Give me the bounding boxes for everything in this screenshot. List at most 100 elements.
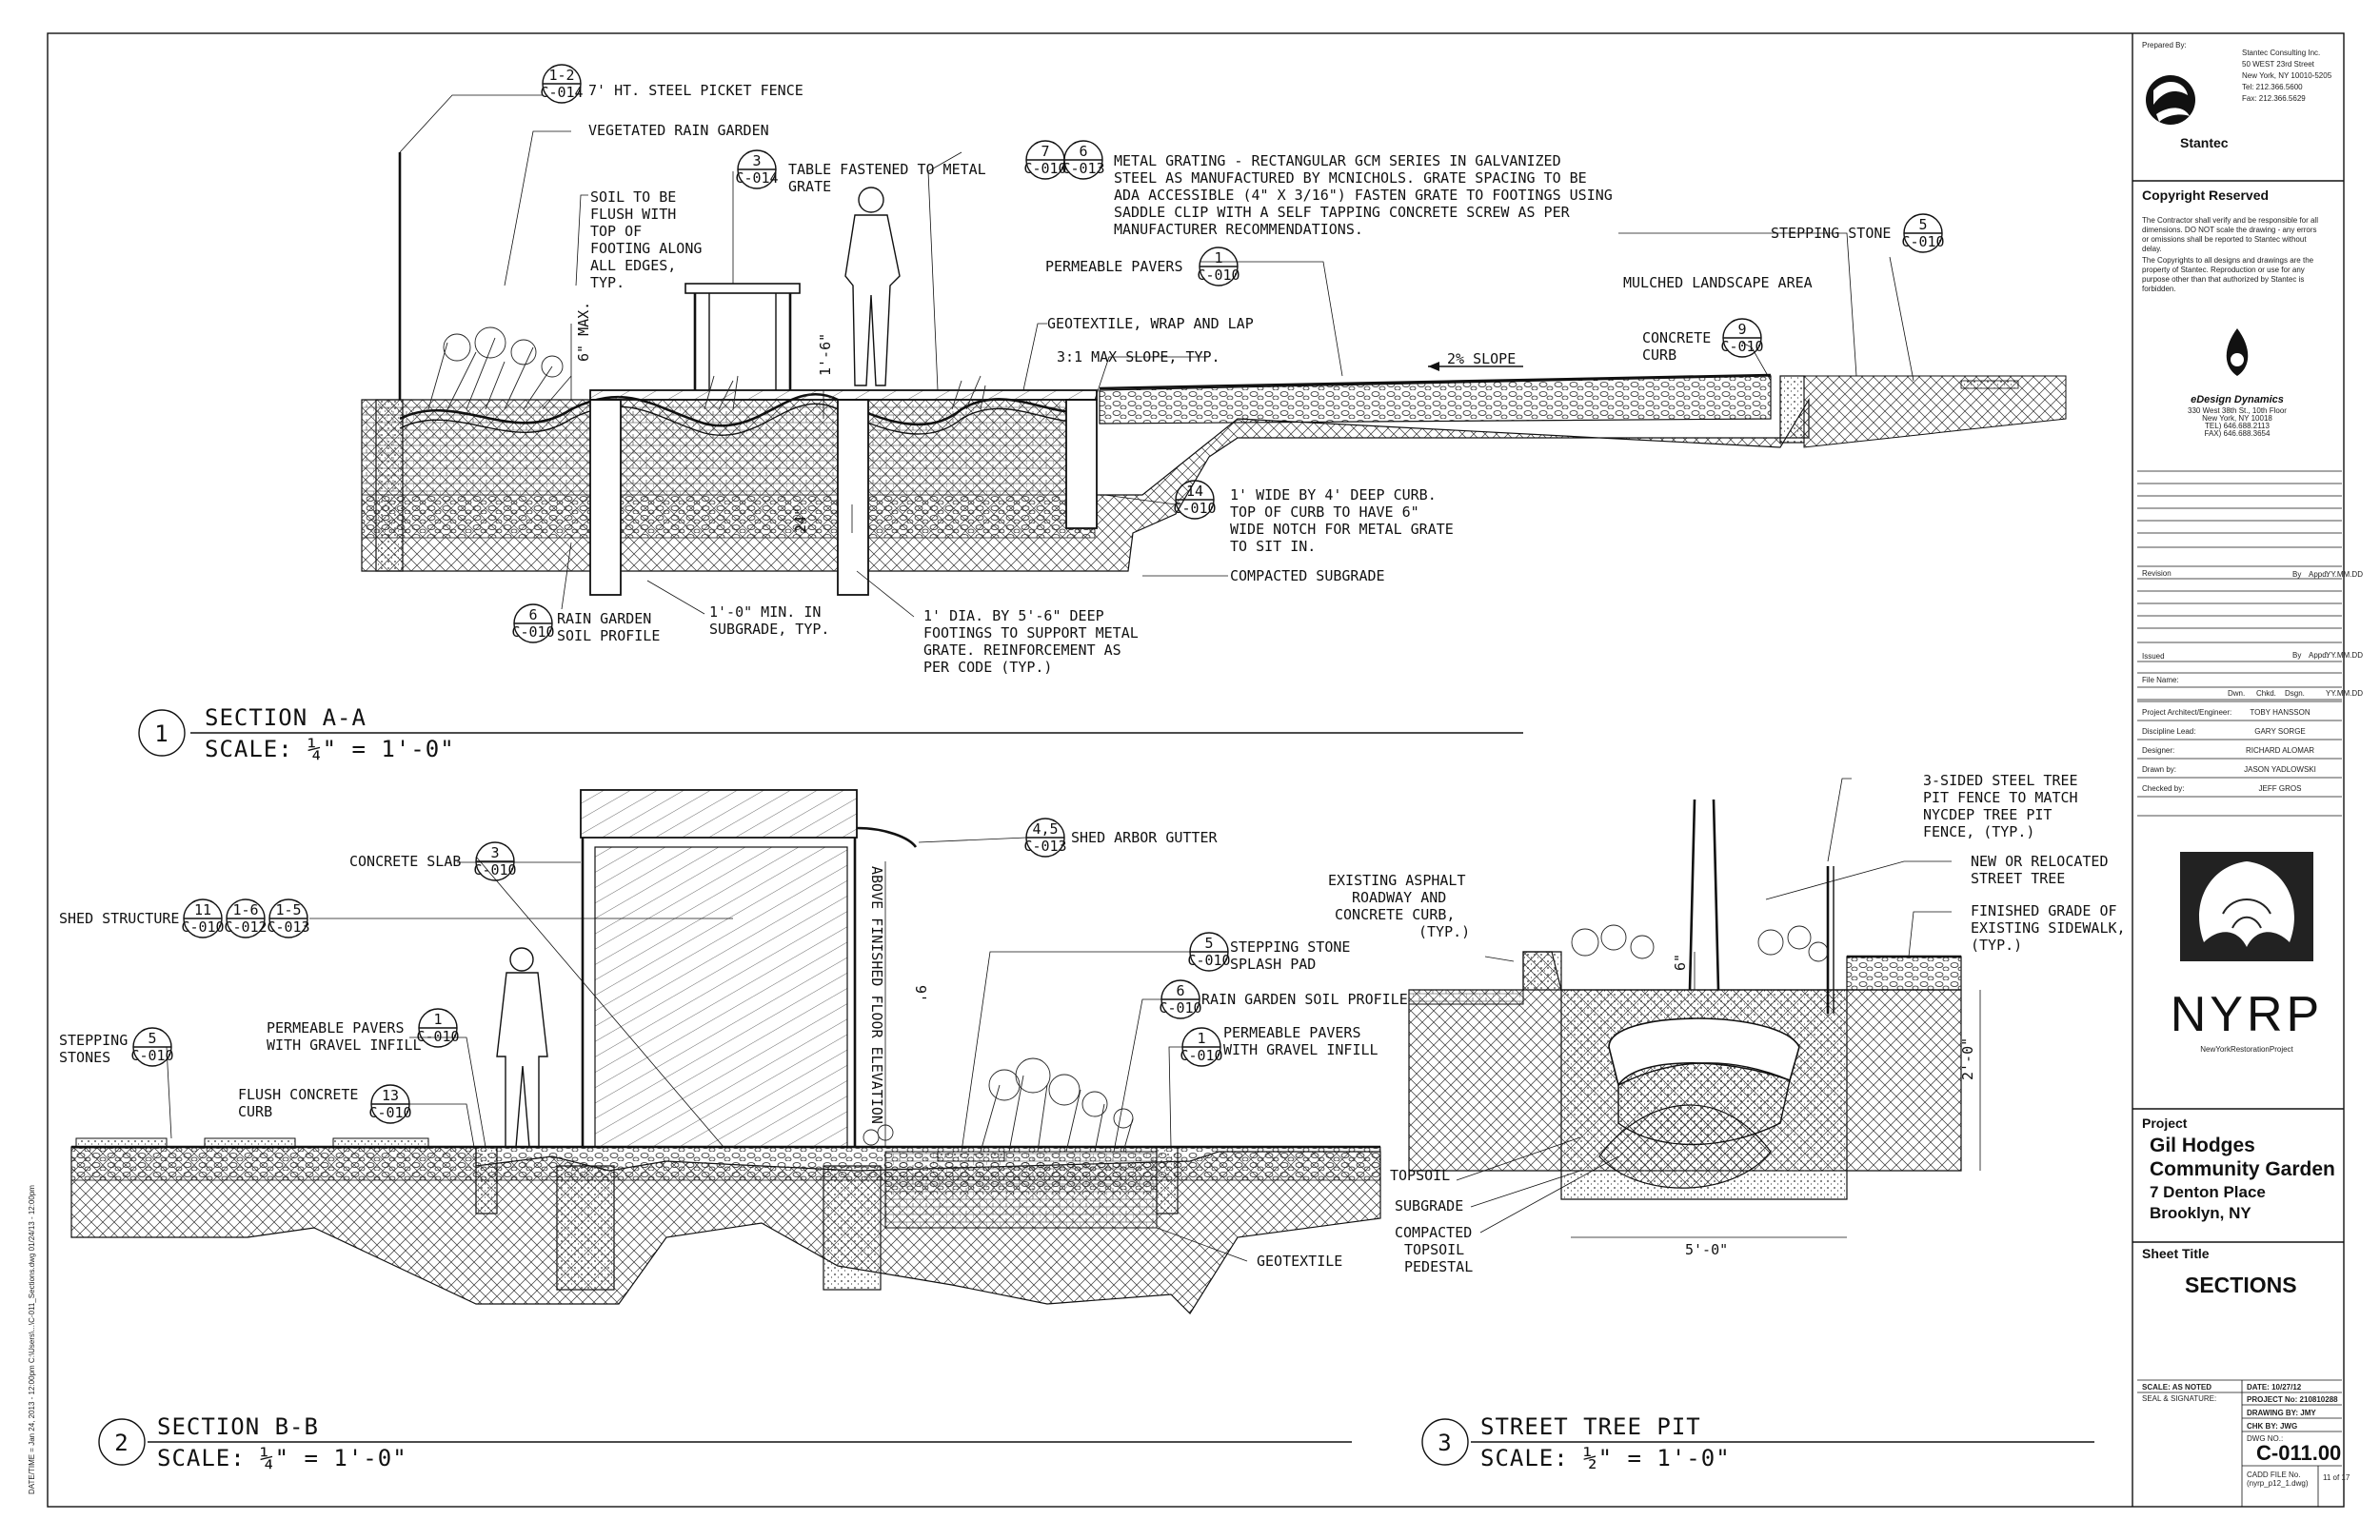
svg-text:ALL EDGES,: ALL EDGES, xyxy=(590,257,676,274)
svg-text:3: 3 xyxy=(490,844,499,861)
svg-text:Copyright Reserved: Copyright Reserved xyxy=(2142,188,2269,203)
svg-text:CHK BY: JWG: CHK BY: JWG xyxy=(2247,1422,2297,1431)
svg-text:FOOTINGS TO SUPPORT METAL: FOOTINGS TO SUPPORT METAL xyxy=(923,624,1139,642)
svg-text:6": 6" xyxy=(1672,954,1689,971)
svg-text:CONCRETE CURB,: CONCRETE CURB, xyxy=(1335,906,1455,923)
svg-text:WITH GRAVEL INFILL: WITH GRAVEL INFILL xyxy=(267,1037,422,1054)
svg-text:C-010: C-010 xyxy=(1023,160,1066,177)
svg-text:or omissions shall be reported: or omissions shall be reported to Stante… xyxy=(2142,235,2307,244)
svg-text:Chkd.: Chkd. xyxy=(2256,689,2276,698)
sheet-border xyxy=(47,32,2345,1508)
svg-text:FENCE, (TYP.): FENCE, (TYP.) xyxy=(1923,823,2034,840)
svg-text:13: 13 xyxy=(382,1087,399,1104)
svg-text:DWG NO.:: DWG NO.: xyxy=(2247,1434,2283,1443)
svg-text:FAX) 646.688.3654: FAX) 646.688.3654 xyxy=(2205,429,2271,438)
svg-text:Checked by:: Checked by: xyxy=(2142,784,2184,793)
svg-text:6" MAX.: 6" MAX. xyxy=(575,302,592,362)
svg-text:Project Architect/Engineer:: Project Architect/Engineer: xyxy=(2142,708,2231,717)
svg-text:FLUSH CONCRETE: FLUSH CONCRETE xyxy=(238,1086,358,1103)
deep-curb xyxy=(1065,399,1098,529)
svg-text:DRAWING BY: JMY: DRAWING BY: JMY xyxy=(2247,1409,2316,1417)
section-a-callout-text: 1-2 C-014 3 C-014 7 C-010 6 C-013 1 C-01… xyxy=(511,67,1944,641)
svg-text:1: 1 xyxy=(433,1011,442,1028)
section-c-title-block: 3 STREET TREE PIT SCALE: ½" = 1'-0" xyxy=(1421,1413,2094,1471)
svg-text:TOBY HANSSON: TOBY HANSSON xyxy=(2250,708,2311,717)
section-b-callout-text: 3 C-010 4,5 C-013 11 C-010 1-6 C-012 1-5… xyxy=(130,820,1230,1121)
svg-text:SADDLE CLIP WITH A SELF TAPPIN: SADDLE CLIP WITH A SELF TAPPING CONCRETE… xyxy=(1114,204,1571,221)
svg-text:EXISTING SIDEWALK,: EXISTING SIDEWALK, xyxy=(1971,919,2126,937)
svg-text:Issued: Issued xyxy=(2142,652,2165,661)
svg-text:CADD FILE No.: CADD FILE No. xyxy=(2247,1471,2300,1479)
svg-text:MANUFACTURER RECOMMENDATIONS.: MANUFACTURER RECOMMENDATIONS. xyxy=(1114,221,1363,238)
nyrp-logo xyxy=(2180,852,2313,961)
tree-trunk xyxy=(1688,799,1720,991)
svg-text:The Copyrights to all designs: The Copyrights to all designs and drawin… xyxy=(2142,256,2314,265)
section-a-title: SECTION A-A xyxy=(205,704,367,731)
svg-text:2'-0": 2'-0" xyxy=(1959,1037,1976,1080)
section-b-title-block: 2 SECTION B-B SCALE: ¼" = 1'-0" xyxy=(98,1413,1352,1471)
edesign-logo xyxy=(2226,328,2249,376)
svg-text:C-010: C-010 xyxy=(1173,500,1216,517)
svg-text:(TYP.): (TYP.) xyxy=(1418,923,1470,940)
svg-text:STEEL AS MANUFACTURED BY MCNIC: STEEL AS MANUFACTURED BY MCNICHOLS. GRAT… xyxy=(1114,169,1587,187)
margin-stamp: DATE/TIME = Jan 24, 2013 - 12:00pm C:\Us… xyxy=(28,1185,36,1494)
svg-text:NewYorkRestorationProject: NewYorkRestorationProject xyxy=(2200,1045,2293,1054)
svg-text:JASON YADLOWSKI: JASON YADLOWSKI xyxy=(2244,765,2316,774)
svg-text:Community Garden: Community Garden xyxy=(2150,1158,2335,1180)
svg-text:SHED ARBOR GUTTER: SHED ARBOR GUTTER xyxy=(1071,829,1218,846)
svg-text:Project: Project xyxy=(2142,1116,2188,1131)
svg-text:C-010: C-010 xyxy=(1159,999,1201,1017)
svg-text:6: 6 xyxy=(1079,143,1087,160)
flush-curb-left xyxy=(475,1146,498,1214)
svg-text:6: 6 xyxy=(528,606,537,623)
svg-text:Fax: 212.366.5629: Fax: 212.366.5629 xyxy=(2242,94,2306,103)
concrete-curb-c xyxy=(1522,951,1562,991)
svg-text:3: 3 xyxy=(752,152,761,169)
permeable-pavers xyxy=(1099,375,1772,424)
svg-text:C-010: C-010 xyxy=(368,1104,411,1121)
section-a-scale: SCALE: ¼" = 1'-0" xyxy=(205,736,455,762)
svg-text:COMPACTED SUBGRADE: COMPACTED SUBGRADE xyxy=(1230,567,1385,584)
svg-text:C-010: C-010 xyxy=(130,1047,173,1064)
svg-text:dimensions. DO NOT scale the d: dimensions. DO NOT scale the drawing - a… xyxy=(2142,226,2316,234)
svg-text:PERMEABLE PAVERS: PERMEABLE PAVERS xyxy=(267,1019,405,1037)
section-c-title: STREET TREE PIT xyxy=(1480,1413,1701,1440)
title-block: Prepared By: Stantec Stantec Consulting … xyxy=(2132,41,2363,1507)
svg-text:2: 2 xyxy=(114,1430,129,1456)
svg-text:ADA ACCESSIBLE (4" X 3/16") FA: ADA ACCESSIBLE (4" X 3/16") FASTEN GRATE… xyxy=(1114,187,1613,204)
svg-text:File Name:: File Name: xyxy=(2142,676,2179,684)
svg-text:1' WIDE BY 4' DEEP CURB.: 1' WIDE BY 4' DEEP CURB. xyxy=(1230,486,1437,503)
stantec-logo xyxy=(2146,75,2195,125)
svg-text:1: 1 xyxy=(154,721,169,747)
svg-text:C-010: C-010 xyxy=(511,623,554,641)
shed-gutter xyxy=(856,826,918,848)
svg-text:3:1 MAX SLOPE, TYP.: 3:1 MAX SLOPE, TYP. xyxy=(1057,348,1220,365)
svg-text:C-013: C-013 xyxy=(1023,838,1066,855)
bottom-table xyxy=(2137,1379,2342,1507)
slab-footing-left xyxy=(556,1165,615,1291)
svg-text:6: 6 xyxy=(1176,982,1184,999)
svg-text:TOPSOIL: TOPSOIL xyxy=(1390,1167,1450,1184)
svg-text:WIDE NOTCH FOR METAL GRATE: WIDE NOTCH FOR METAL GRATE xyxy=(1230,521,1454,538)
svg-text:50 WEST 23rd Street: 50 WEST 23rd Street xyxy=(2242,60,2315,69)
flush-curb-right xyxy=(1156,1146,1179,1214)
rain-garden-planting-b xyxy=(863,1057,1134,1153)
svg-text:CONCRETE: CONCRETE xyxy=(1642,329,1711,346)
svg-text:Tel: 212.366.5600: Tel: 212.366.5600 xyxy=(2242,83,2303,91)
svg-text:Prepared By:: Prepared By: xyxy=(2142,41,2187,49)
footing-1 xyxy=(589,399,622,596)
svg-text:GARY SORGE: GARY SORGE xyxy=(2254,727,2306,736)
svg-text:SOIL TO BE: SOIL TO BE xyxy=(590,188,676,206)
existing-sidewalk xyxy=(1846,956,1962,991)
svg-text:STONES: STONES xyxy=(59,1049,110,1066)
gravel-layer xyxy=(361,494,1096,539)
svg-text:C-010: C-010 xyxy=(1720,338,1763,355)
svg-text:Dsgn.: Dsgn. xyxy=(2285,689,2305,698)
svg-text:RAIN GARDEN: RAIN GARDEN xyxy=(557,610,651,627)
svg-text:CURB: CURB xyxy=(1642,346,1676,364)
sheet-title: SECTIONS xyxy=(2185,1273,2297,1297)
svg-text:(TYP.): (TYP.) xyxy=(1971,937,2022,954)
svg-text:PEDESTAL: PEDESTAL xyxy=(1404,1258,1473,1275)
svg-text:C-014: C-014 xyxy=(540,84,583,101)
